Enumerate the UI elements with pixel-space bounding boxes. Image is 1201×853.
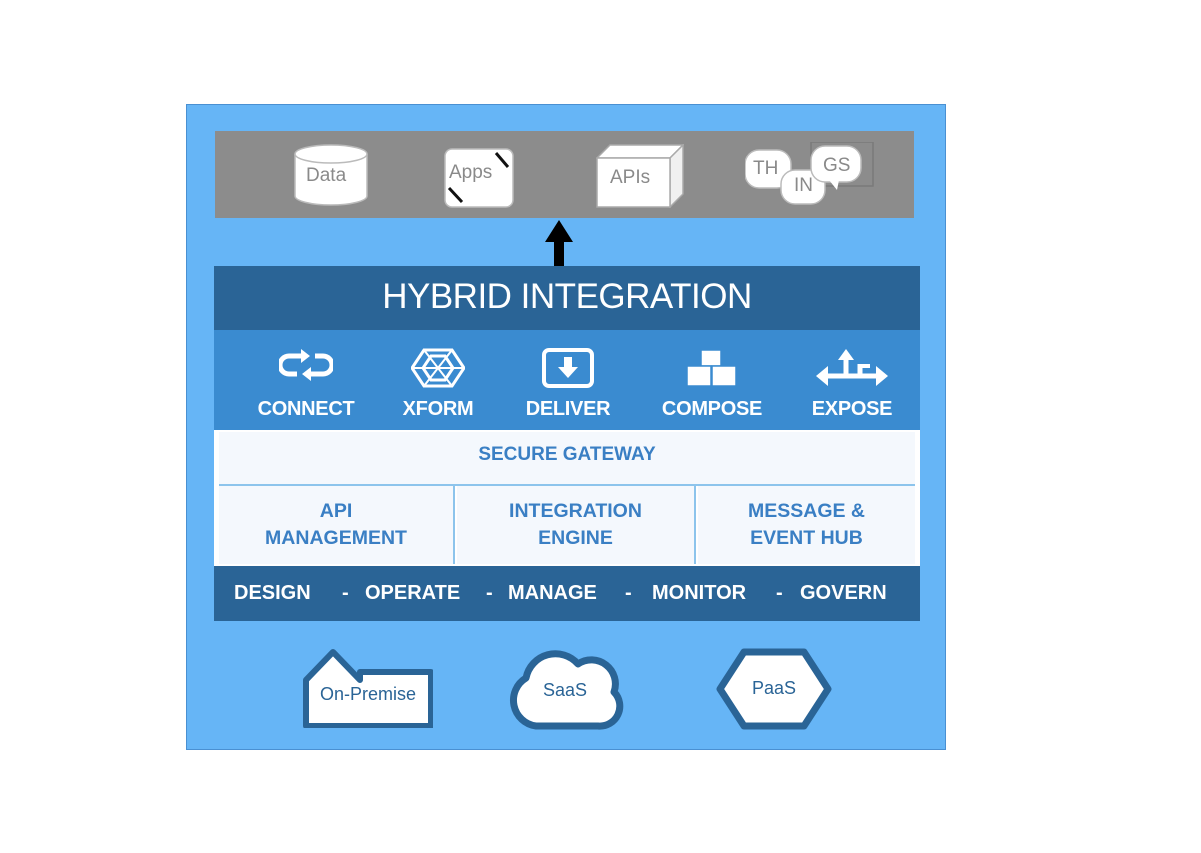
database-icon [294,144,368,206]
lifecycle-operate: OPERATE [365,582,461,604]
lifecycle-design: DESIGN [234,582,311,604]
connect-icon [279,349,333,381]
lifecycle-govern: GOVERN [800,582,887,604]
capability-connect: CONNECT [242,330,370,430]
xform-icon [411,348,465,388]
service-line-1: INTEGRATION [509,500,642,522]
service-line-1: API [319,500,353,522]
house-icon [303,649,433,728]
source-label-things-gs: GS [823,155,851,176]
service-integration-engine: INTEGRATION ENGINE [457,486,696,564]
service-message-event-hub: MESSAGE & EVENT HUB [698,486,915,564]
source-label-apps: Apps [449,162,493,183]
expose-icon [816,349,888,386]
capability-label: COMPOSE [661,398,763,420]
lifecycle-bar: DESIGN - OPERATE - MANAGE - MONITOR - GO… [214,566,920,621]
capability-label: XFORM [402,398,474,420]
source-label-data: Data [306,165,347,186]
capability-label: CONNECT [257,398,355,420]
capability-xform: XFORM [384,330,492,430]
lifecycle-separator: - [486,582,493,604]
capability-expose: EXPOSE [792,330,912,430]
service-line-1: MESSAGE & [747,500,866,522]
lifecycle-monitor: MONITOR [652,582,747,604]
deliver-icon [542,348,594,388]
lifecycle-manage: MANAGE [508,582,597,604]
source-label-apis: APIs [610,167,651,188]
service-line-2: EVENT HUB [750,527,863,549]
diagram-title: HYBRID INTEGRATION [214,266,920,330]
service-line-2: ENGINE [538,527,613,549]
lifecycle-separator: - [342,582,349,604]
lifecycle-separator: - [625,582,632,604]
compose-icon [686,349,737,387]
speech-bubbles-icon [745,142,874,205]
hexagon-icon [716,648,832,730]
apps-icon [444,148,514,208]
service-line-2: MANAGEMENT [265,527,407,549]
cube-icon [596,144,684,208]
service-api-management: API MANAGEMENT [219,486,455,564]
deployment-label-saas: SaaS [542,680,588,700]
capability-deliver: DELIVER [512,330,624,430]
capability-compose: COMPOSE [646,330,778,430]
capabilities-bar: CONNECT XFORM DELIVER COMPOSE [214,330,920,430]
capability-label: EXPOSE [811,398,893,420]
source-label-things-th: TH [753,158,779,179]
source-label-things-in: IN [794,175,813,196]
lifecycle-separator: - [776,582,783,604]
cloud-icon [510,650,624,730]
capability-label: DELIVER [525,398,611,420]
deployment-label-paas: PaaS [751,678,797,698]
up-arrow-icon [545,220,573,267]
deployment-label-on-premise: On-Premise [319,684,417,704]
secure-gateway: SECURE GATEWAY [219,432,915,486]
